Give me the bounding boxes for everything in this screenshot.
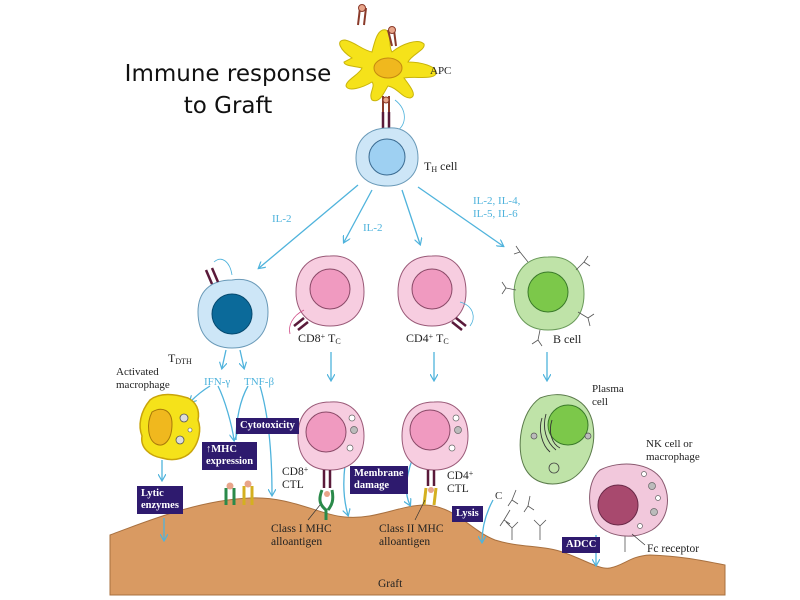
membrane-damage-box: Membrane damage — [350, 466, 408, 494]
complement-label: C — [495, 490, 503, 502]
class2-line-2: alloantigen — [379, 536, 431, 548]
adcc-box: ADCC — [562, 537, 601, 553]
th-arrows — [259, 184, 503, 268]
diagram-title: Immune response to Graft — [108, 58, 348, 122]
graft-label: Graft — [378, 578, 403, 590]
title-line-1: Immune response — [124, 61, 332, 87]
activated-macrophage-label: Activated macrophage — [116, 366, 170, 392]
label-pointers — [307, 499, 426, 521]
class1-mhc-label: Class I MHC alloantigen — [271, 523, 332, 549]
macrophage-line-1: Activated — [116, 366, 159, 378]
cd8-sub: C — [335, 337, 341, 346]
cd4-rest: T — [433, 331, 444, 345]
cd4-ctl-line-1: CD4 — [447, 470, 469, 482]
title-line-2: to Graft — [183, 93, 273, 119]
cd4-ctl-line-2: CTL — [447, 483, 469, 495]
apc-cell — [339, 4, 437, 131]
cd4-tc-label: CD4+ TC — [406, 330, 449, 348]
il2-left-label: IL-2 — [272, 213, 292, 225]
plasma-line-1: Plasma — [592, 383, 624, 395]
il2-mid-label: IL-2 — [363, 222, 383, 234]
mhc-molecules — [224, 480, 254, 505]
mhc-line-2: expression — [206, 456, 254, 467]
cd8-ctl-line-2: CTL — [282, 479, 304, 491]
b-cell-label: B cell — [553, 332, 582, 346]
tdth-label: TDTH — [168, 352, 192, 368]
th-rest: cell — [437, 159, 458, 173]
antibodies — [499, 489, 632, 552]
ifn-gamma-label: IFN-γ — [204, 376, 231, 388]
cd4-ctl-label: CD4+ CTL — [447, 467, 473, 496]
cd4-tc-cell — [397, 255, 474, 331]
tnf-beta-label: TNF-β — [244, 376, 275, 388]
cytotoxicity-box: Cytotoxicity — [236, 418, 299, 434]
th-sub: H — [431, 165, 438, 174]
plasma-cell — [519, 394, 595, 485]
nk-line-2: macrophage — [646, 451, 700, 463]
cd4-sup: + — [428, 332, 434, 341]
cd4-sub: C — [443, 337, 449, 346]
cd8-rest: T — [325, 331, 336, 345]
plasma-line-2: cell — [592, 396, 608, 408]
nk-cell-label: NK cell or macrophage — [646, 438, 700, 464]
membrane-line-1: Membrane — [354, 468, 404, 479]
cd8-sup: + — [320, 332, 326, 341]
apc-label: APC — [430, 65, 452, 77]
il-b-line-1: IL-2, IL-4, — [473, 195, 521, 207]
nk-line-1: NK cell or — [646, 438, 693, 450]
th-cell-label: TH cell — [424, 160, 457, 176]
il-b-cell-label: IL-2, IL-4, IL-5, IL-6 — [473, 195, 520, 221]
plasma-cell-label: Plasma cell — [592, 383, 624, 409]
macrophage-line-2: macrophage — [116, 379, 170, 391]
nk-cell — [589, 463, 668, 546]
cd4-main: CD4 — [406, 331, 429, 345]
class2-mhc-label: Class II MHC alloantigen — [379, 523, 444, 549]
il-b-line-2: IL-5, IL-6 — [473, 208, 518, 220]
membrane-line-2: damage — [354, 480, 389, 491]
cd8-ctl-sup: + — [303, 465, 309, 474]
cd8-main: CD8 — [298, 331, 321, 345]
cd8-ctl-cell — [297, 401, 365, 520]
cd8-tc-label: CD8+ TC — [298, 330, 341, 348]
th-cell — [355, 127, 419, 187]
mhc-line-1: ↑MHC — [206, 444, 237, 455]
cd4-ctl-sup: + — [468, 469, 474, 478]
mhc-expression-box: ↑MHC expression — [202, 442, 258, 470]
lytic-enzymes-box: Lytic enzymes — [137, 486, 183, 514]
cd8-tc-cell — [289, 255, 365, 335]
lytic-line-1: Lytic — [141, 488, 164, 499]
class1-line-2: alloantigen — [271, 536, 323, 548]
b-cell — [501, 245, 595, 347]
tdth-sub: DTH — [175, 357, 192, 366]
lytic-line-2: enzymes — [141, 500, 179, 511]
fc-receptor-label: Fc receptor — [647, 543, 700, 555]
tdth-cell — [197, 258, 269, 349]
cd4-ctl-cell — [401, 401, 469, 506]
cd8-ctl-line-1: CD8 — [282, 466, 304, 478]
tdth-main: T — [168, 351, 176, 365]
cd8-ctl-label: CD8+ CTL — [282, 463, 308, 492]
lysis-box: Lysis — [452, 506, 483, 522]
th-main: T — [424, 159, 432, 173]
activated-macrophage — [139, 393, 201, 461]
class2-line-1: Class II MHC — [379, 523, 444, 535]
class1-line-1: Class I MHC — [271, 523, 332, 535]
